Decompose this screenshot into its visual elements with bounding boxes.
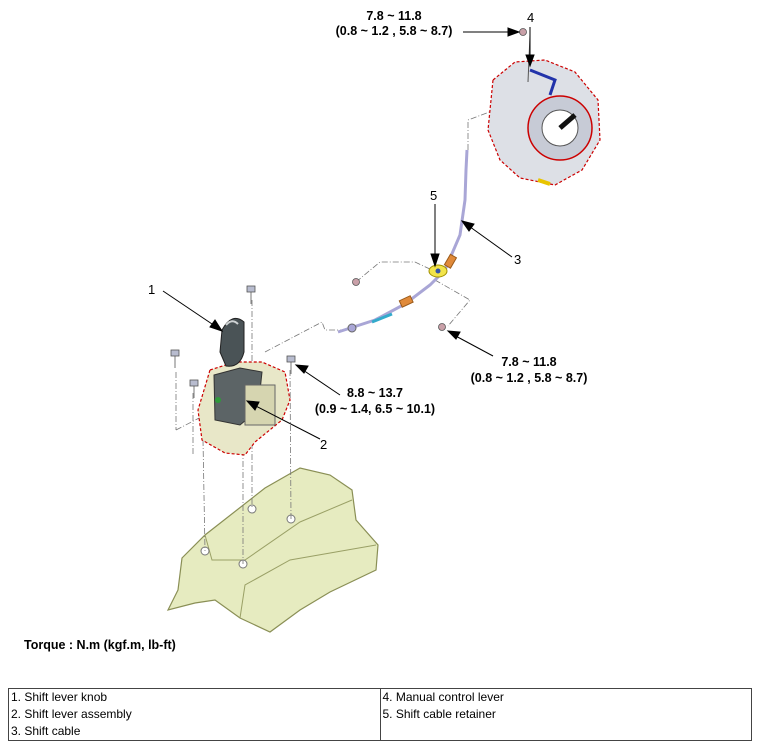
callout-5: 5 [430,188,437,203]
transmission-housing [487,34,601,186]
torque-lever-line1: 8.8 ~ 13.7 [347,386,403,400]
legend-item [379,723,752,741]
torque-right-line1: 7.8 ~ 11.8 [501,355,556,369]
legend-item: 5. Shift cable retainer [379,706,752,723]
table-row: 1. Shift lever knob 4. Manual control le… [8,688,752,706]
floor-tunnel-panel [166,467,379,633]
shift-cable-retainer [428,264,448,278]
torque-top-line1: 7.8 ~ 11.8 [366,9,421,23]
exploded-diagram: 1 2 3 4 5 7.8 ~ 11.8 (0.8 ~ 1.2 , 5.8 ~ … [148,9,601,633]
torque-right-line2: (0.8 ~ 1.2 , 5.8 ~ 8.7) [471,371,588,385]
legend-item: 4. Manual control lever [379,688,752,706]
callout-3: 3 [514,252,521,267]
leader-lines [162,27,535,440]
table-row: 3. Shift cable [8,723,752,741]
legend-item: 3. Shift cable [8,723,381,741]
torque-unit-note: Torque : N.m (kgf.m, lb-ft) [24,638,176,652]
callout-2: 2 [320,437,327,452]
torque-top-line2: (0.8 ~ 1.2 , 5.8 ~ 8.7) [336,24,453,38]
torque-lever-line2: (0.9 ~ 1.4, 6.5 ~ 10.1) [315,402,435,416]
shift-cable [337,149,469,334]
legend-item: 2. Shift lever assembly [8,706,381,723]
shift-lever-knob [219,317,245,367]
legend-item: 1. Shift lever knob [8,688,381,706]
table-row: 2. Shift lever assembly 5. Shift cable r… [8,706,752,723]
callout-1: 1 [148,282,155,297]
callout-4: 4 [527,10,534,25]
parts-legend-table: 1. Shift lever knob 4. Manual control le… [8,688,752,741]
nuts [352,28,527,331]
shift-lever-assembly [197,361,291,456]
bolts [170,285,296,398]
